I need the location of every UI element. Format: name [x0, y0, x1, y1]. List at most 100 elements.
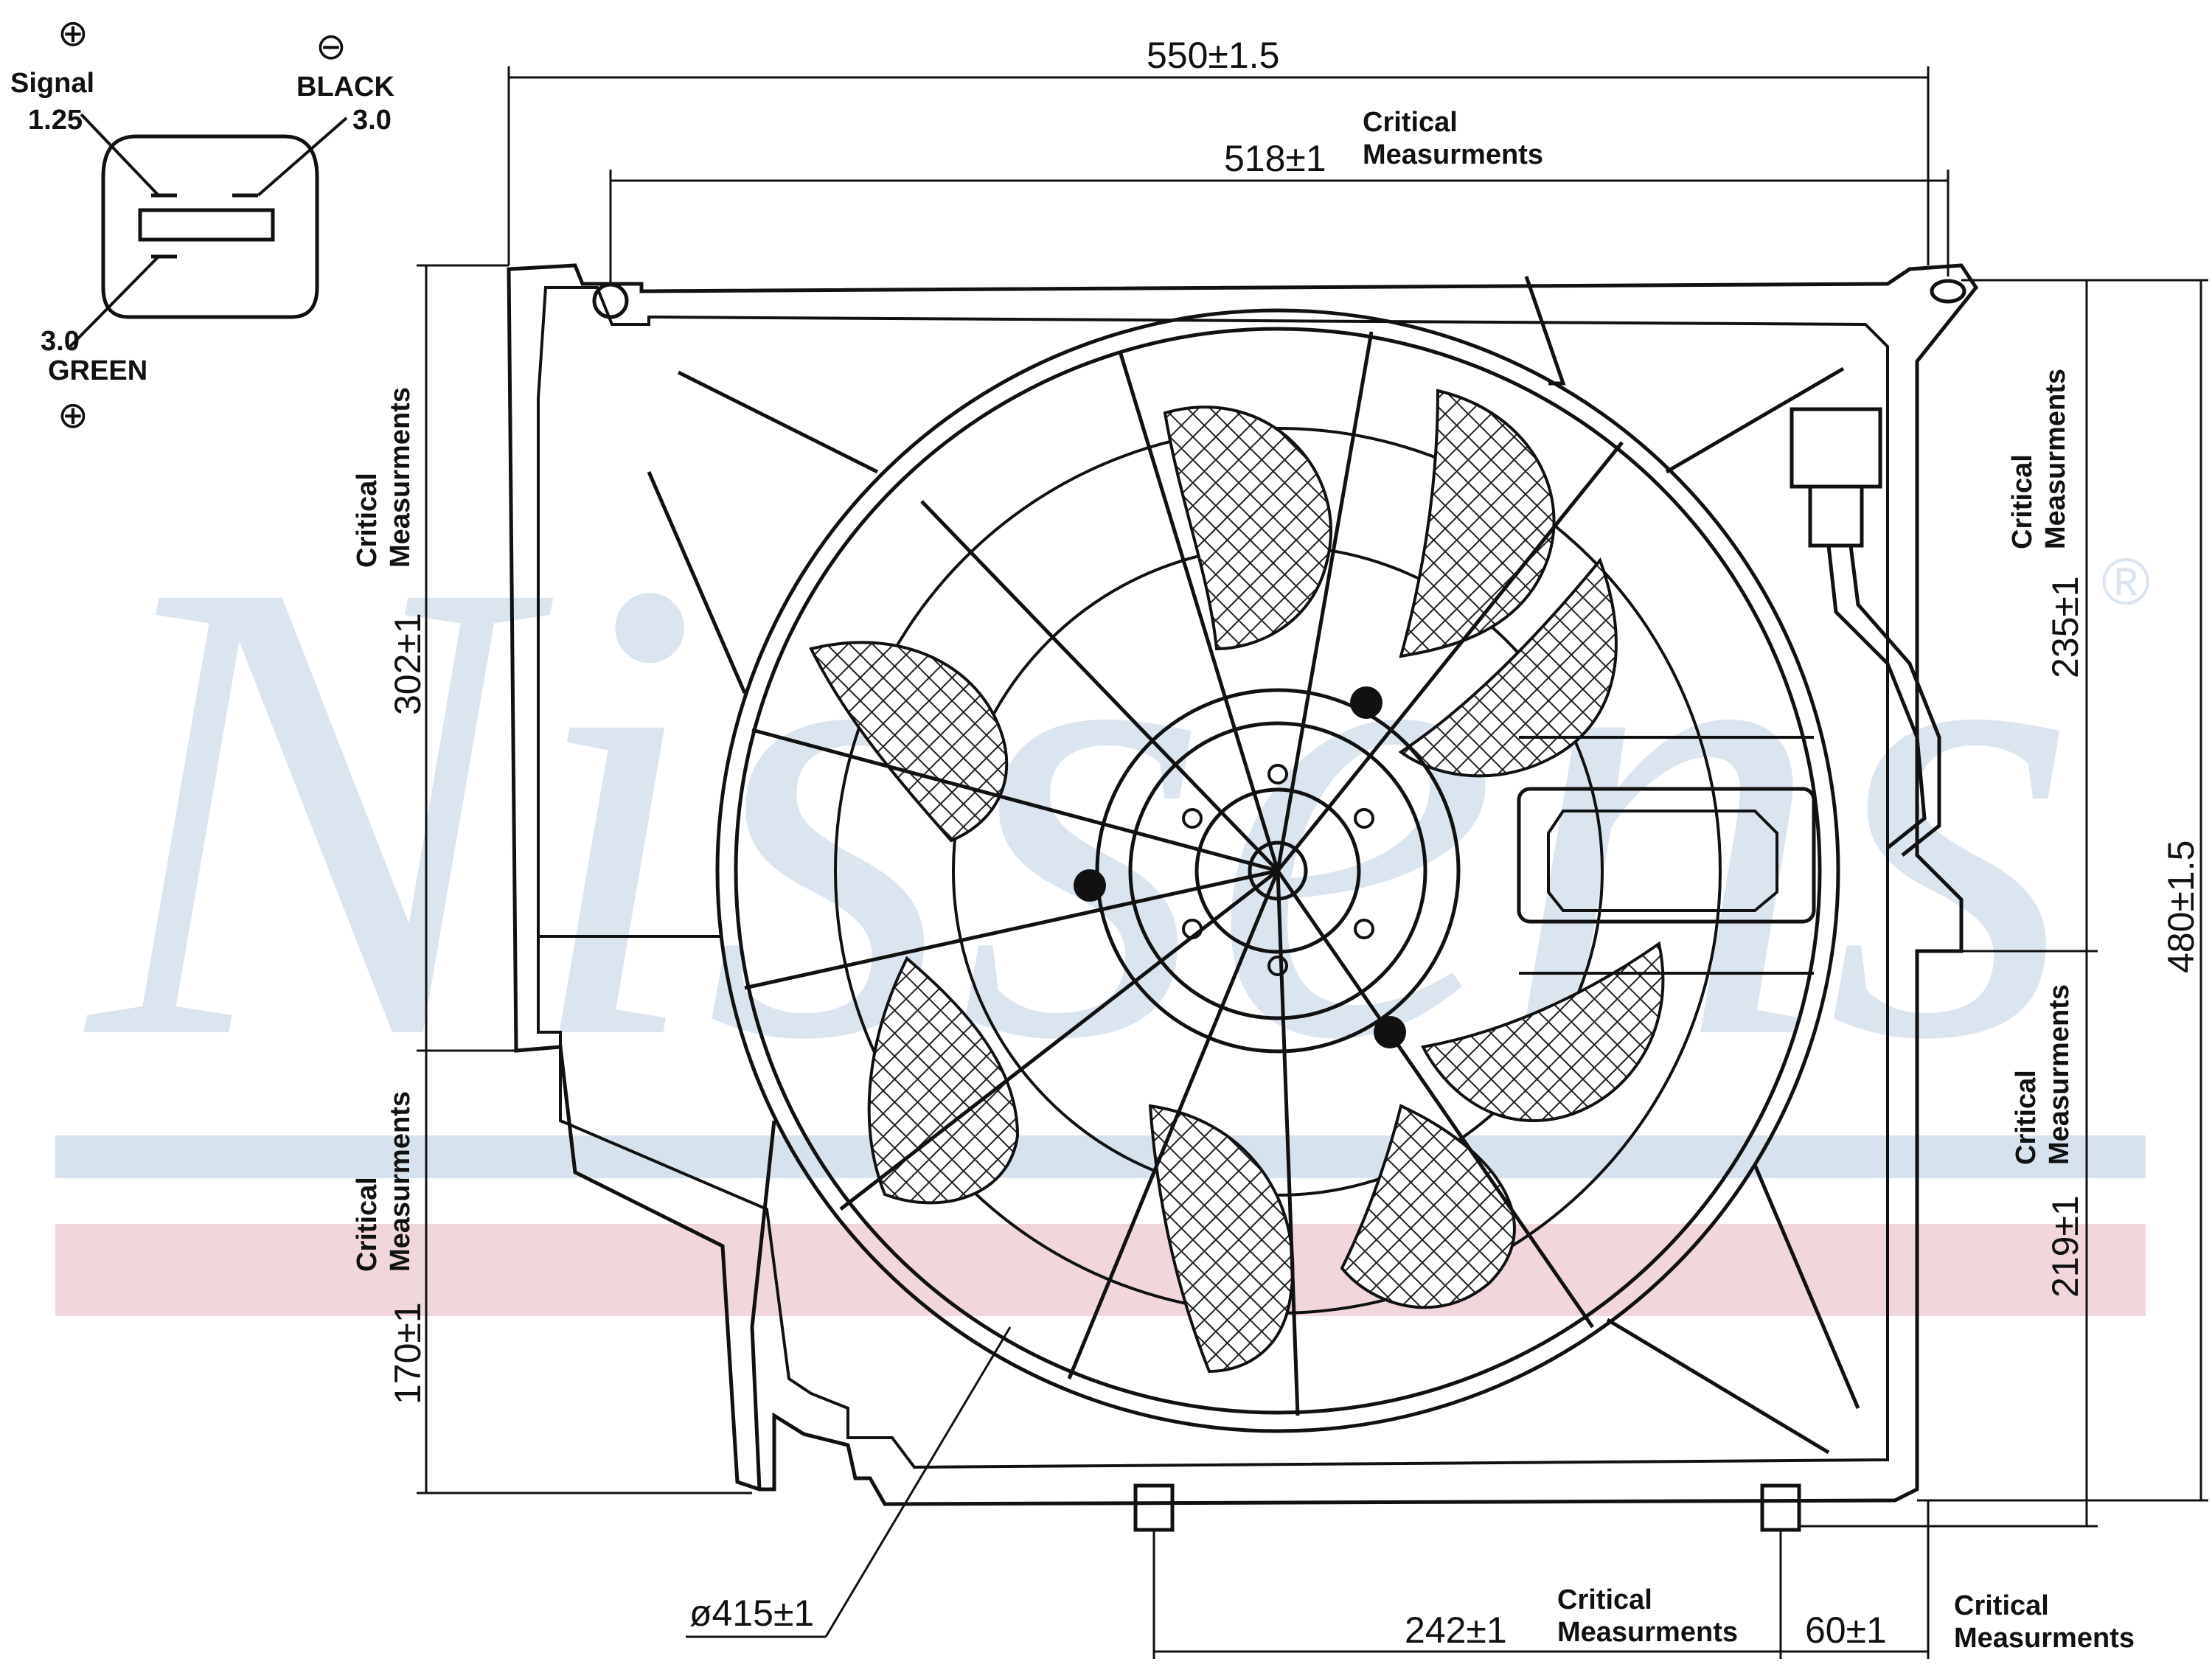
blade-4: [1421, 941, 1665, 1123]
measurments-label-top: Measurments: [1363, 139, 1543, 170]
strut-bottom-left: [750, 1120, 776, 1490]
plus-icon-bottom: ⊕: [58, 394, 88, 436]
leader-black: [257, 116, 348, 197]
minus-icon-top: ⊖: [316, 26, 347, 67]
spoke-5: [751, 728, 1279, 873]
hub-ring: [1128, 721, 1427, 1020]
leader-green: [69, 255, 160, 348]
bracket-top: [1524, 276, 1566, 386]
dim-fan-diameter: ø415±1: [689, 1593, 814, 1634]
frame-connector-cable-2: [1848, 545, 1941, 857]
plus-icon-top: ⊕: [58, 13, 88, 54]
spoke-7: [839, 869, 1279, 1211]
dim-height-overall: 480±1.5: [2160, 841, 2202, 973]
measurments-label-bottom-right: Measurments: [1954, 1623, 2135, 1654]
dim-height-upper-left: 302±1: [387, 613, 428, 715]
critical-label-bottom-right: Critical: [1954, 1590, 2049, 1621]
crit-219-group: Critical: [2011, 1070, 2042, 1165]
hub-outer: [1095, 688, 1461, 1054]
blade-5: [1340, 1104, 1516, 1309]
dim-height-upper-right: 235±1: [2045, 576, 2086, 678]
critical-label-left-lower: Critical: [352, 1177, 383, 1272]
hub-shaft: [1248, 841, 1308, 901]
dim-width-overall: 550±1.5: [1147, 35, 1279, 76]
resistor-inner: [1547, 810, 1778, 912]
hub-hole-6: [1267, 956, 1288, 976]
crit-170-group: Critical: [352, 1177, 383, 1272]
dim-302-group: 302±1: [387, 613, 428, 715]
hub-hole-3: [1182, 919, 1203, 939]
frame-connector-cable: [1826, 545, 1927, 849]
measurments-label-left-upper: Measurments: [385, 387, 416, 568]
spoke-4: [920, 500, 1279, 872]
dim-480-group: 480±1.5: [2160, 841, 2202, 973]
hub-bolt-left: [1074, 869, 1106, 902]
spoke-10: [1276, 869, 1595, 1329]
dim-235-group: 235±1: [2045, 576, 2086, 678]
measurments-label-bottom-mid: Measurments: [1557, 1617, 1738, 1648]
fan-frame: [507, 263, 1979, 1532]
fan-blades: [809, 389, 1665, 1374]
resistor-outer: [1517, 787, 1816, 924]
dim-170-group: 170±1: [387, 1302, 428, 1405]
connector-pinout: ⊕ ⊖ ⊕ Signal 1.25 BLACK 3.0 3.0 GREEN: [10, 13, 395, 436]
fan-ring-outer: [715, 308, 1840, 1433]
frame-connector: [1790, 407, 1941, 857]
meas-219-group: Measurments: [2044, 984, 2075, 1165]
spoke-8: [1067, 870, 1280, 1379]
dim-bottom-spacing: 242±1: [1405, 1609, 1507, 1651]
bottom-clip-left: [1133, 1483, 1175, 1532]
connector-slot: [138, 208, 275, 242]
dim-height-lower-left: 170±1: [387, 1302, 428, 1405]
hub-hole-4: [1354, 919, 1374, 939]
resistor-box: [1517, 736, 1816, 975]
frame-connector-plug: [1808, 484, 1864, 548]
hub-bolt-top: [1350, 686, 1382, 719]
shroud-outer: [507, 263, 1979, 1506]
spoke-6: [744, 869, 1279, 990]
critical-label-left-upper: Critical: [352, 473, 383, 568]
hub-bolt-bottom: [1374, 1016, 1406, 1048]
crit-302-group: Critical: [352, 473, 383, 568]
spoke-1: [1119, 353, 1280, 871]
blade-2: [1399, 389, 1556, 658]
blade-3: [1398, 557, 1618, 778]
leader-signal: [80, 113, 160, 197]
black-value: 3.0: [352, 105, 392, 136]
strut-bottom-right-2: [1606, 1318, 1830, 1455]
motor-hub: [1074, 686, 1461, 1054]
green-label: GREEN: [48, 355, 147, 386]
connector-outline: [101, 134, 319, 319]
blade-7: [867, 956, 1020, 1205]
dim-bottom-offset: 60±1: [1805, 1609, 1887, 1651]
fan-spokes: [744, 331, 1624, 1416]
dim-height-lower-right: 219±1: [2045, 1195, 2086, 1298]
shroud-inner: [537, 286, 1889, 1469]
blade-1: [1163, 406, 1332, 651]
hub-hole-5: [1267, 764, 1288, 784]
blade-8: [809, 641, 1009, 843]
hub-inner: [1194, 787, 1361, 954]
critical-label-top: Critical: [1363, 107, 1458, 138]
dim-diameter-leader: [824, 1326, 1012, 1638]
spoke-3: [1276, 441, 1624, 872]
dim-219-group: 219±1: [2045, 1195, 2086, 1298]
watermark: Nissens ®: [55, 441, 2150, 1316]
mount-hole-right: [1930, 279, 1966, 304]
spoke-9: [1276, 870, 1300, 1416]
strut-bottom-right: [1753, 1164, 1860, 1409]
dimension-labels: 550±1.5 518±1 Critical Measurments 302±1…: [352, 35, 2202, 1654]
watermark-registered-mark: ®: [2101, 546, 2150, 619]
signal-label: Signal: [10, 68, 94, 99]
dimension-lines: [417, 66, 2208, 1659]
measurments-label-right-lower: Measurments: [2044, 984, 2075, 1165]
green-value: 3.0: [41, 326, 80, 357]
strut-top-right: [1665, 366, 1845, 474]
dim-width-mount: 518±1: [1224, 138, 1326, 179]
critical-label-bottom-mid: Critical: [1557, 1584, 1652, 1615]
hub-hole-1: [1182, 808, 1203, 829]
bottom-clip-right: [1760, 1483, 1801, 1532]
strut-top-left: [677, 370, 879, 474]
